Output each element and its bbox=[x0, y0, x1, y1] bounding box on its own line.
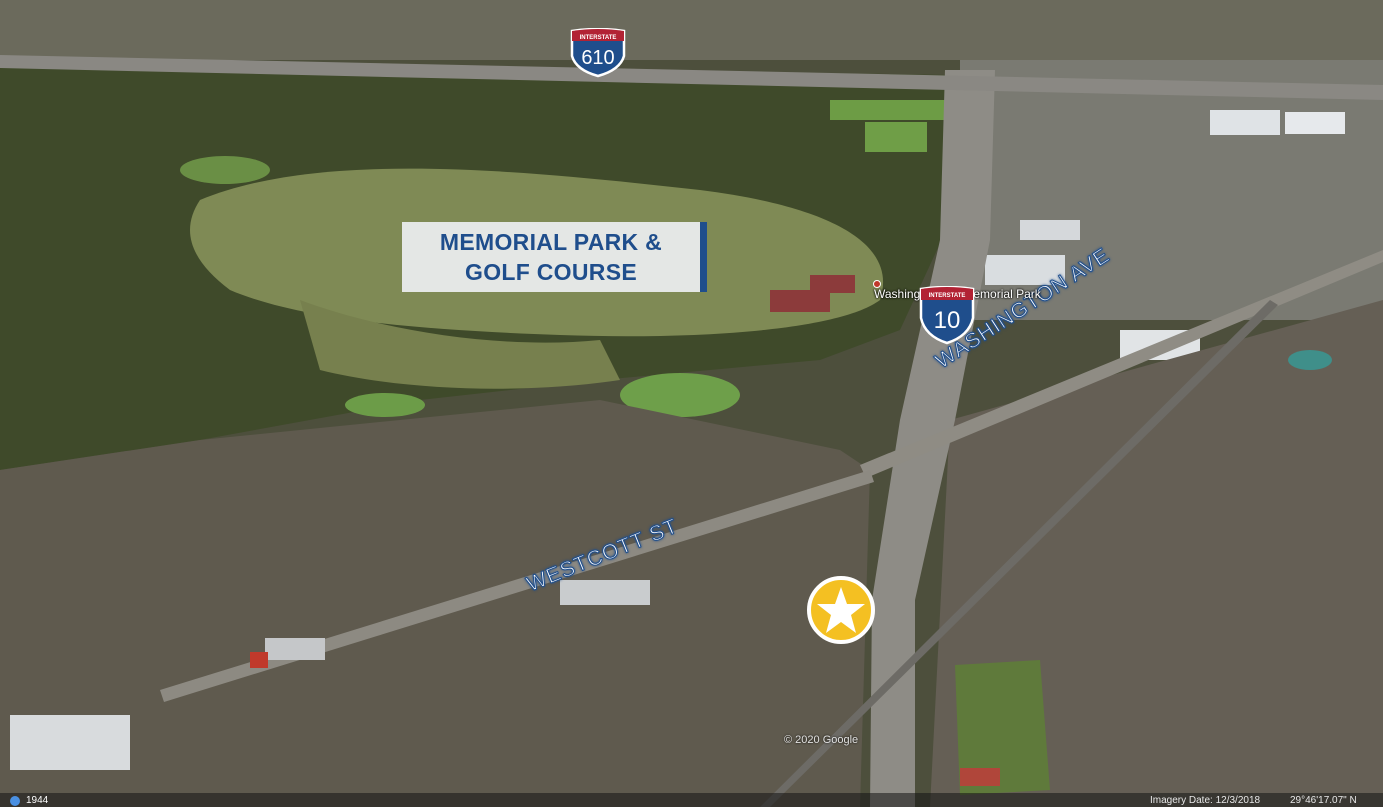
shield-header: INTERSTATE bbox=[580, 35, 617, 41]
shield-number: 10 bbox=[934, 307, 961, 334]
shield-header: INTERSTATE bbox=[929, 293, 966, 299]
park-callout-box: MEMORIAL PARK & GOLF COURSE bbox=[402, 222, 707, 292]
clock-icon bbox=[10, 795, 20, 806]
callout-line-1: MEMORIAL PARK & bbox=[439, 229, 663, 255]
tour-year: 1944 bbox=[26, 795, 49, 806]
imagery-date: Imagery Date: 12/3/2018 bbox=[1150, 795, 1261, 806]
map-attribution: © 2020 Google bbox=[784, 734, 859, 746]
callout-line-2: GOLF COURSE bbox=[465, 259, 637, 285]
subject-property-star-icon[interactable] bbox=[806, 575, 876, 645]
interstate-610-shield-icon: INTERSTATE 610 bbox=[570, 28, 626, 78]
place-pin-icon[interactable] bbox=[873, 280, 881, 288]
interstate-10-shield-icon: INTERSTATE 10 bbox=[919, 286, 975, 345]
shield-number: 610 bbox=[581, 47, 614, 69]
status-bar bbox=[0, 793, 1383, 807]
historical-imagery-badge[interactable]: 1944 bbox=[10, 795, 48, 806]
coordinates-readout: 29°46'17.07" N bbox=[1290, 795, 1357, 806]
